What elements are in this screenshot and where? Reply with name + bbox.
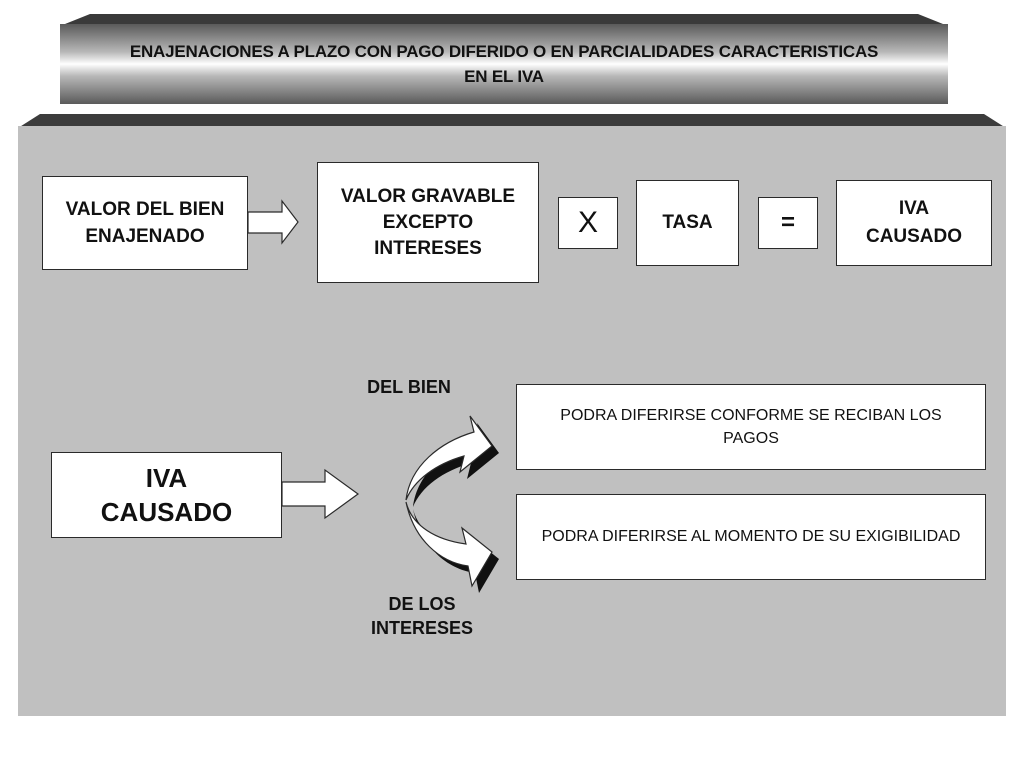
- title-bevel: [60, 14, 948, 26]
- iva-result-line-1: IVA: [898, 198, 930, 219]
- title-banner: ENAJENACIONES A PLAZO CON PAGO DIFERIDO …: [60, 24, 948, 104]
- curved-arrow-down-icon: [405, 501, 493, 588]
- multiply-box: X: [558, 197, 618, 249]
- valor-gravable-line-1: VALOR GRAVABLE: [340, 185, 516, 207]
- multiply-sign: X: [577, 206, 598, 239]
- panel-bevel: [18, 114, 1006, 128]
- iva-causado-source-box: IVA CAUSADO: [51, 452, 282, 538]
- option-top-box: PODRA DIFERIRSE CONFORME SE RECIBAN LOS …: [516, 384, 986, 470]
- title-line-2: EN EL IVA: [464, 67, 544, 86]
- tasa-box: TASA: [636, 180, 739, 266]
- valor-bien-line-2: ENAJENADO: [85, 226, 205, 247]
- branch-bottom-line-2: INTERESES: [370, 618, 474, 638]
- title-line-1: ENAJENACIONES A PLAZO CON PAGO DIFERIDO …: [129, 42, 879, 61]
- tasa-label: TASA: [662, 212, 713, 233]
- valor-bien-line-1: VALOR DEL BIEN: [65, 199, 225, 220]
- branch-top-label: DEL BIEN: [367, 377, 451, 397]
- option-top-line-1: PODRA DIFERIRSE CONFORME SE RECIBAN LOS: [560, 407, 942, 424]
- iva-source-line-2: CAUSADO: [100, 497, 233, 527]
- option-bottom-box: PODRA DIFERIRSE AL MOMENTO DE SU EXIGIBI…: [516, 494, 986, 580]
- option-top-line-2: PAGOS: [723, 430, 779, 447]
- iva-source-line-1: IVA: [145, 463, 188, 493]
- equals-sign: =: [780, 209, 795, 236]
- option-bottom-text: PODRA DIFERIRSE AL MOMENTO DE SU EXIGIBI…: [541, 528, 961, 545]
- curved-arrow-up-icon: [405, 415, 493, 501]
- valor-gravable-line-3: INTERESES: [374, 237, 482, 259]
- iva-result-line-2: CAUSADO: [865, 226, 963, 247]
- branch-bottom-line-1: DE LOS: [388, 594, 456, 614]
- equals-box: =: [758, 197, 818, 249]
- right-arrow-icon: [247, 199, 299, 245]
- valor-del-bien-box: VALOR DEL BIEN ENAJENADO: [42, 176, 248, 270]
- iva-causado-result-box: IVA CAUSADO: [836, 180, 992, 266]
- branch-bottom-label: DE LOS INTERESES: [356, 592, 488, 640]
- valor-gravable-box: VALOR GRAVABLE EXCEPTO INTERESES: [317, 162, 539, 283]
- valor-gravable-line-2: EXCEPTO: [382, 211, 474, 233]
- right-arrow-icon: [281, 468, 360, 520]
- page-title: ENAJENACIONES A PLAZO CON PAGO DIFERIDO …: [129, 39, 879, 89]
